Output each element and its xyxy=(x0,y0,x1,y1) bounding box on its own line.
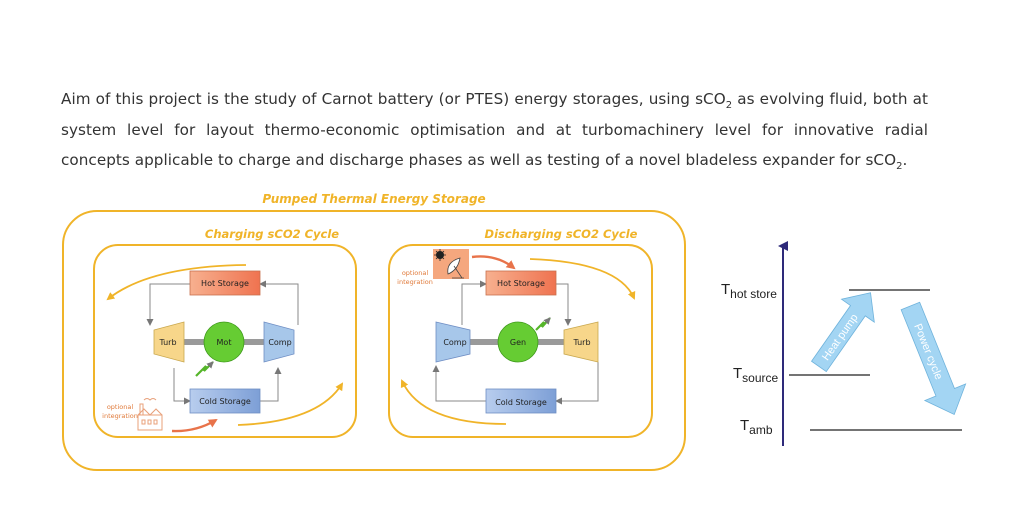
discharging-compressor xyxy=(435,321,471,363)
charging-motor xyxy=(203,321,245,363)
discharging-cold-storage xyxy=(485,388,557,414)
charging-optional-arrow xyxy=(171,418,218,433)
ptes-title: Pumped Thermal Energy Storage xyxy=(262,192,485,206)
discharging-hot-storage xyxy=(485,270,557,296)
discharging-turbine xyxy=(563,321,599,363)
charging-cold-storage xyxy=(189,388,261,414)
intro-sub-1: 2 xyxy=(725,100,733,112)
solar-dish-icon xyxy=(433,249,469,279)
discharging-optional-label-1: optional xyxy=(402,269,429,277)
factory-icon xyxy=(137,398,163,431)
discharging-pipe-bottom-left xyxy=(432,365,486,402)
charging-turb-label: Turb xyxy=(158,338,176,347)
charging-flow-arrow-bottom xyxy=(237,382,344,426)
temperature-level-diagram: Thot store Tsource Tamb Heat pump Power … xyxy=(721,241,967,446)
discharging-pipe-bottom-right xyxy=(555,362,599,405)
charging-compressor xyxy=(263,321,295,363)
ptes-outer-frame xyxy=(62,210,686,471)
discharging-pipe-top-left xyxy=(461,280,487,325)
discharging-gen-label: Gen xyxy=(510,338,526,347)
discharging-optional-arrow xyxy=(471,255,516,270)
charging-comp-label: Comp xyxy=(268,338,291,347)
charging-cold-storage-label: Cold Storage xyxy=(199,397,251,406)
intro-text-2: as evolving fluid, both at system level … xyxy=(61,90,928,169)
charging-turbine xyxy=(153,321,185,363)
discharging-comp-label: Comp xyxy=(443,338,466,347)
discharging-turb-label: Turb xyxy=(572,338,590,347)
power-cycle-arrow: Power cycle xyxy=(900,301,967,416)
discharging-flow-arrow-bottom xyxy=(400,379,507,425)
intro-text-3: . xyxy=(902,151,908,169)
charging-optional-label-1: optional xyxy=(107,403,134,411)
discharging-pipe-top-right xyxy=(556,283,572,326)
discharging-frame xyxy=(388,244,653,438)
discharging-lightning-icon xyxy=(535,317,551,331)
charging-frame xyxy=(93,244,357,438)
charging-title: Charging sCO2 Cycle xyxy=(205,227,339,241)
charging-pipe-top-right xyxy=(259,280,299,325)
heat-pump-arrow: Heat pump xyxy=(810,292,875,373)
discharging-optional-label-2: integration xyxy=(397,278,433,286)
charging-optional-label-2: integration xyxy=(102,412,138,420)
charging-pipe-bottom-left xyxy=(173,368,191,405)
t-amb-label: Tamb xyxy=(740,417,773,437)
charging-hot-storage-label: Hot Storage xyxy=(201,279,249,288)
intro-paragraph: Aim of this project is the study of Carn… xyxy=(61,84,928,176)
intro-text-1: Aim of this project is the study of Carn… xyxy=(61,90,726,108)
charging-hot-storage xyxy=(189,270,261,296)
discharging-cycle: Discharging sCO2 Cycle Hot Storage Cold … xyxy=(388,227,653,438)
charging-flow-arrow-top xyxy=(106,264,247,301)
discharging-cold-storage-label: Cold Storage xyxy=(495,398,547,407)
discharging-flow-arrow-top xyxy=(529,258,636,300)
discharging-hot-storage-label: Hot Storage xyxy=(497,279,545,288)
charging-pipe-bottom-right xyxy=(260,367,282,402)
intro-sub-2: 2 xyxy=(896,161,903,173)
charging-lightning-icon xyxy=(195,361,214,377)
t-source-label: Tsource xyxy=(733,365,779,385)
charging-mot-label: Mot xyxy=(217,338,232,347)
charging-pipe-top-left xyxy=(146,283,190,326)
charging-cycle: Charging sCO2 Cycle Hot Storage Cold Sto… xyxy=(93,227,357,438)
discharging-generator xyxy=(497,321,539,363)
t-hot-store-label: Thot store xyxy=(721,281,777,301)
discharging-title: Discharging sCO2 Cycle xyxy=(485,227,638,241)
